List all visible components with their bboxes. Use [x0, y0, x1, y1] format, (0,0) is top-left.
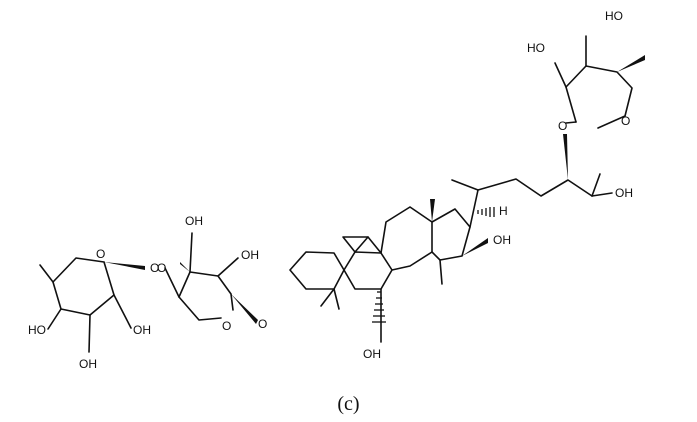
label-oh-rha-bottom: OH [79, 357, 97, 371]
label-oh-c25: OH [615, 186, 633, 200]
label-o-xyl2-link: O [157, 261, 166, 275]
xylose-middle [164, 232, 258, 324]
c24-oxygen-wedge [563, 134, 568, 180]
figure-caption: (c) [337, 393, 360, 415]
label-ho-rha-left: HO [28, 323, 46, 337]
rhamnose-left [39, 257, 145, 353]
label-o-rha-ring: O [96, 247, 105, 261]
label-h-c17: H [499, 204, 508, 218]
label-oh-rha-right: OH [133, 323, 151, 337]
label-ho-xyl-top2: HO [527, 41, 545, 55]
label-o-glyco-side: O [558, 119, 567, 133]
atom-labels: HO HO O O OH H OH OH OH O O O OH O O HO … [28, 9, 633, 371]
label-oh-c16: OH [493, 233, 511, 247]
label-o-xyl-ring: O [621, 114, 630, 128]
label-oh-xyl2-top: OH [185, 214, 203, 228]
xylose-top-right [554, 35, 645, 129]
steroid-core [289, 199, 471, 310]
label-oh-c6: OH [363, 347, 381, 361]
h-hash-c17 [477, 207, 495, 217]
label-o-rha-link: O [150, 261, 159, 275]
c16-oh-wedge [462, 238, 488, 256]
label-ho-xyl-top: HO [605, 9, 623, 23]
c18-methyl-wedge [430, 199, 435, 222]
label-o-c3-link: O [258, 317, 267, 331]
side-chain [451, 134, 613, 256]
label-oh-xyl2-right: OH [241, 248, 259, 262]
label-o-xyl2-ring: O [222, 319, 231, 333]
c6-oh-hash [372, 288, 386, 343]
